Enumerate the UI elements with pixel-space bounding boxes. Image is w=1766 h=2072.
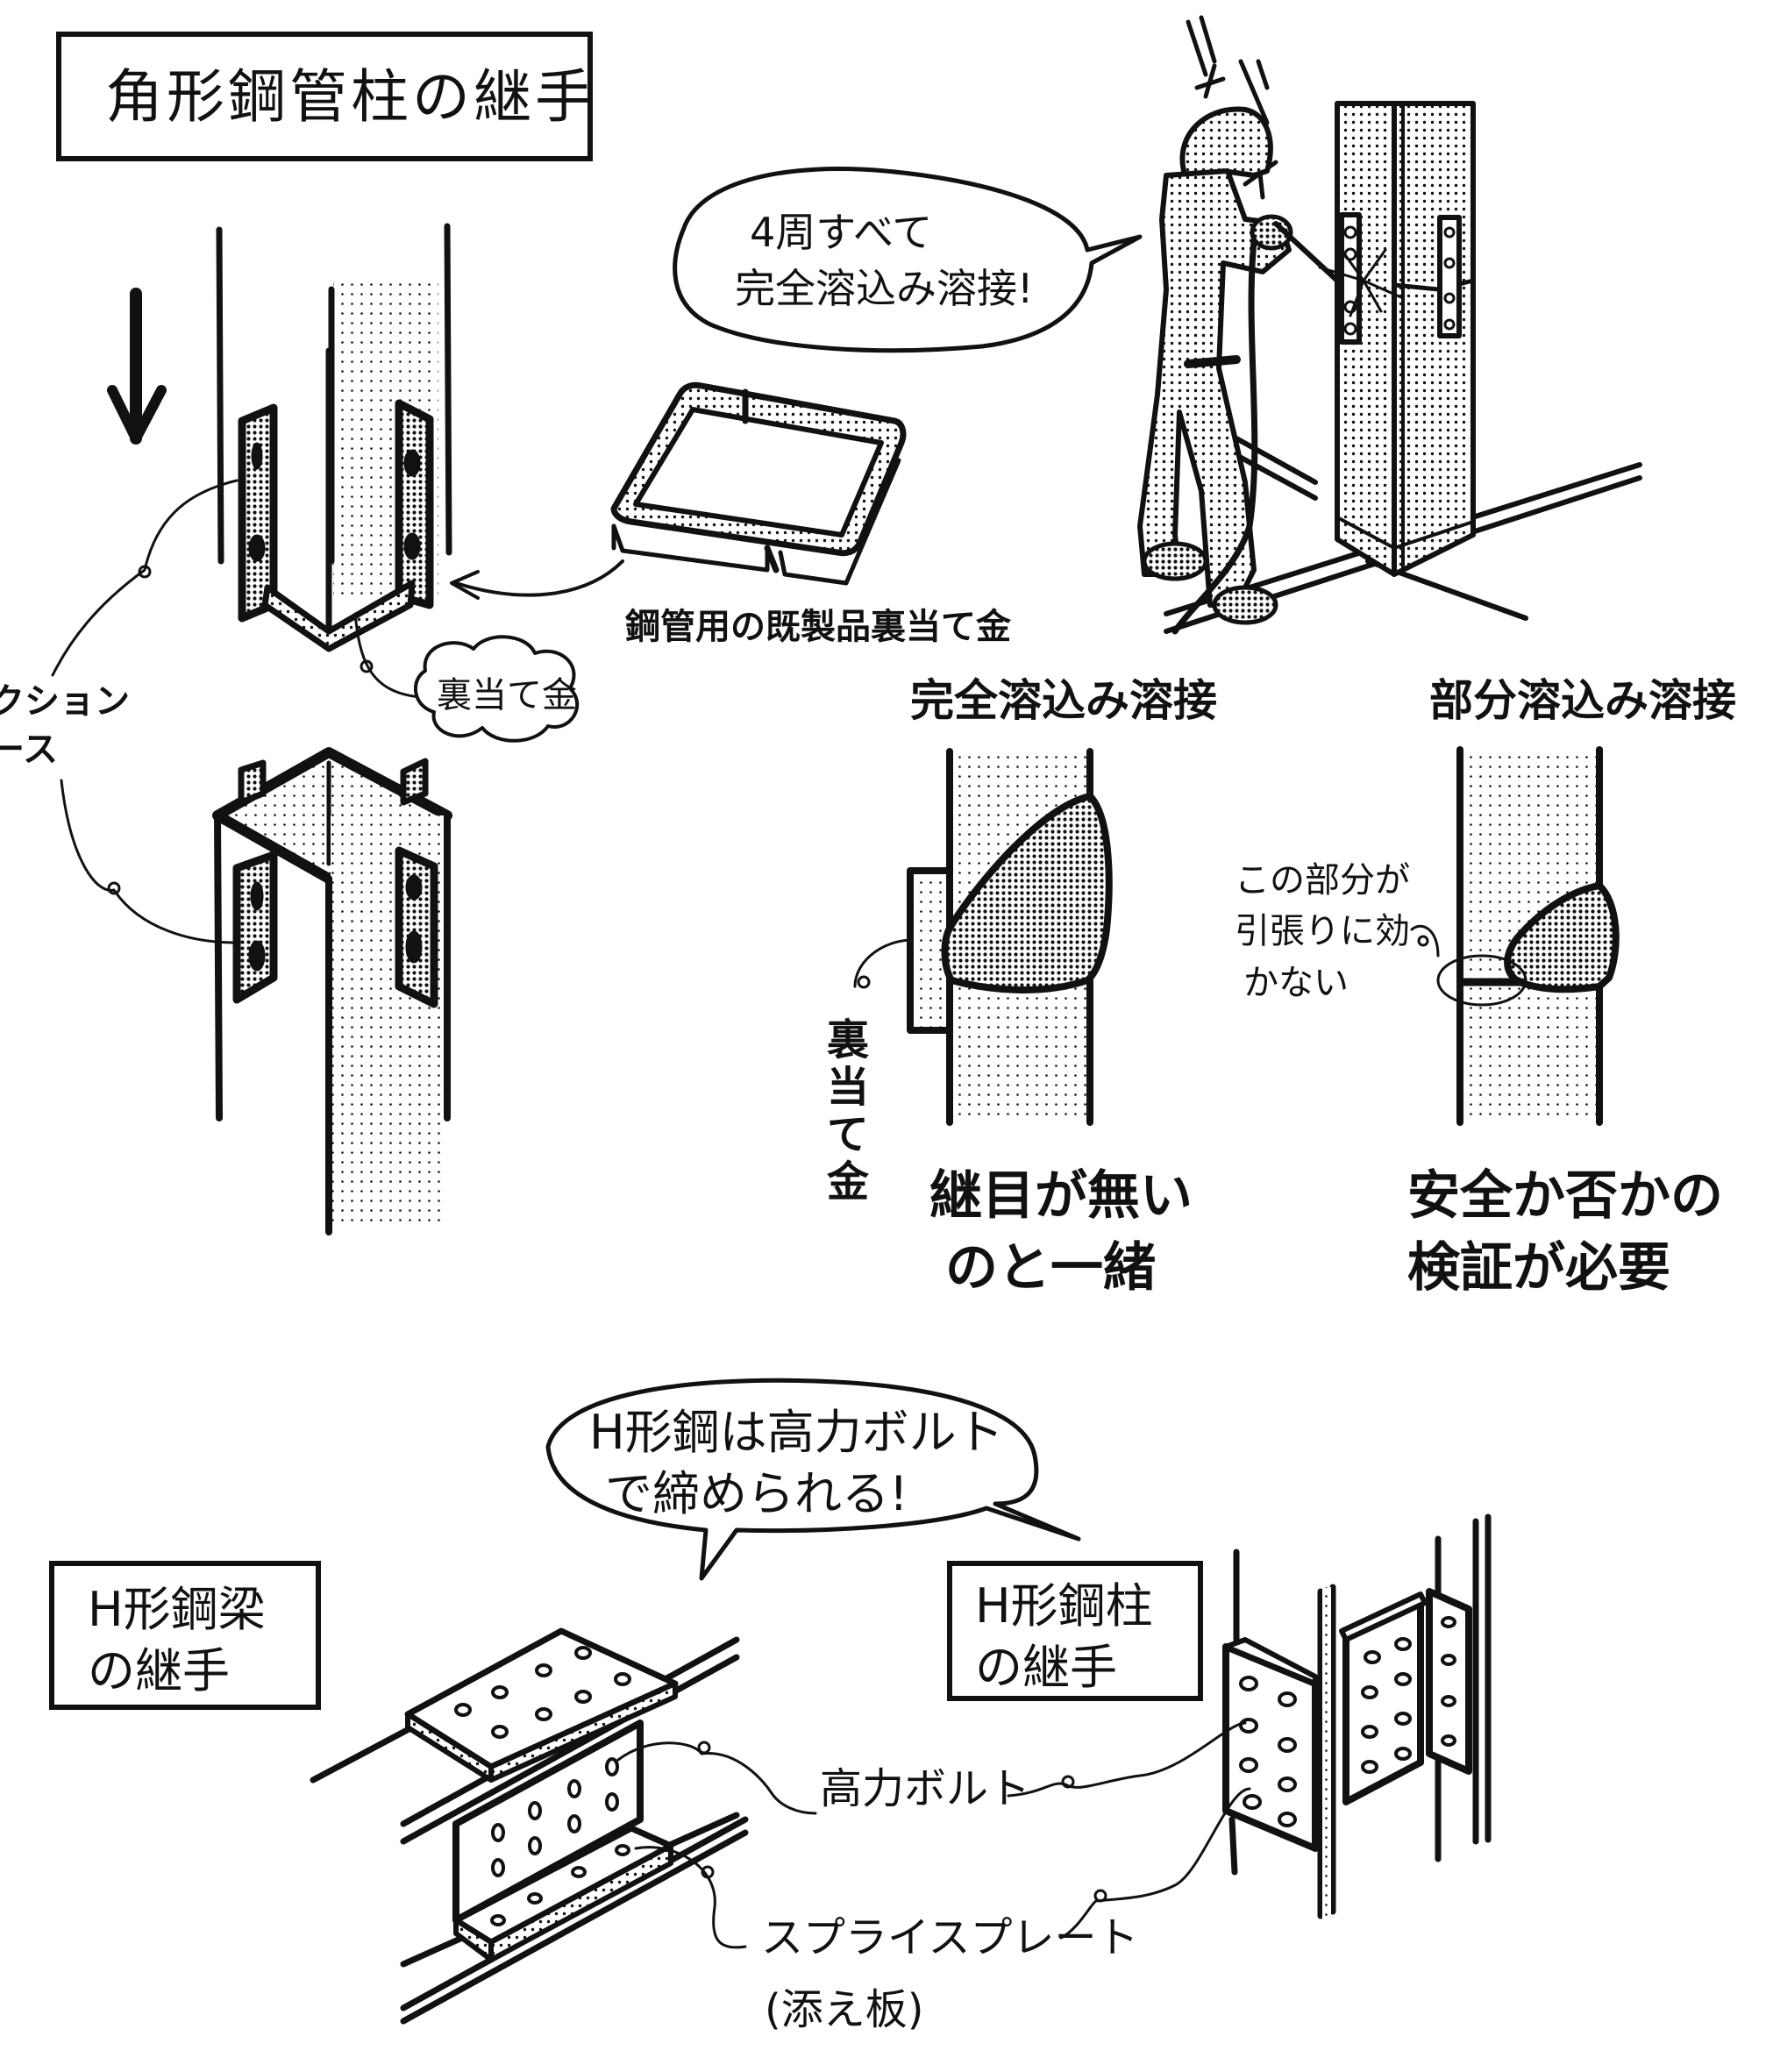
- backing-product-drawing: [610, 381, 907, 586]
- full-penetration-weld-diagram: [853, 748, 1113, 1126]
- weld-bubble-line1: 4周すべて: [750, 209, 933, 256]
- h-beam-box-line1: H形鋼梁: [88, 1582, 266, 1637]
- full-penetration-caption-line1: 継目が無い: [929, 1165, 1193, 1227]
- welding-spark-icon: [1318, 248, 1405, 317]
- h-beam-box-line2: の継手: [88, 1643, 230, 1698]
- high-strength-bolt-label: 高力ボルト: [820, 1764, 1031, 1813]
- partial-note-line2: 引張りに効: [1235, 911, 1410, 951]
- partial-note-line1: この部分が: [1235, 860, 1410, 901]
- partial-penetration-weld-diagram: [1410, 746, 1620, 1126]
- weld-bubble-line2: 完全溶込み溶接!: [735, 265, 1034, 312]
- splice-plate-sublabel: (添え板): [765, 1985, 924, 2034]
- h-column-box-line1: H形鋼柱: [975, 1578, 1153, 1634]
- partial-note-line3: かない: [1243, 963, 1349, 1003]
- partial-penetration-caption-line1: 安全か否かの: [1407, 1165, 1723, 1227]
- h-column-joint-box: H形鋼柱 の継手: [947, 1561, 1203, 1701]
- full-penetration-caption-line2: のと一緒: [945, 1237, 1156, 1299]
- h-beam-joint-box: H形鋼梁 の継手: [49, 1561, 321, 1710]
- bolt-bubble-line2: で締められる!: [605, 1466, 908, 1521]
- bolt-speech-bubble: [545, 1378, 1081, 1581]
- weld-speech-bubble: [673, 167, 1143, 353]
- page-title: 角形鋼管柱の継手: [105, 63, 596, 131]
- backing-product-label: 鋼管用の既製品裏当て金: [625, 607, 1011, 647]
- splice-plate-label: スプライスプレート: [761, 1913, 1139, 1962]
- h-column-splice-drawing: [1007, 1513, 1492, 1940]
- erection-piece-label-line2: ース: [0, 730, 58, 770]
- partial-penetration-heading: 部分溶込み溶接: [1429, 675, 1736, 726]
- title-box: 角形鋼管柱の継手: [56, 32, 593, 161]
- lower-column-drawing: [60, 747, 452, 1235]
- partial-penetration-caption-line2: 検証が必要: [1407, 1237, 1670, 1299]
- backing-plate-cloud: [413, 635, 580, 743]
- full-penetration-heading: 完全溶込み溶接: [910, 675, 1217, 726]
- h-beam-splice-drawing: [310, 1627, 817, 2025]
- h-column-box-line2: の継手: [975, 1640, 1117, 1695]
- welder-drawing: [1137, 15, 1642, 635]
- erection-piece-label-line1: クション: [0, 681, 130, 722]
- backing-plate-vertical-label: 裏当て金: [819, 1017, 868, 1207]
- bolt-bubble-line1: H形鋼は高力ボルト: [589, 1405, 1004, 1460]
- backing-plate-label: 裏当て金: [437, 675, 577, 716]
- upper-column-drawing: [51, 223, 624, 699]
